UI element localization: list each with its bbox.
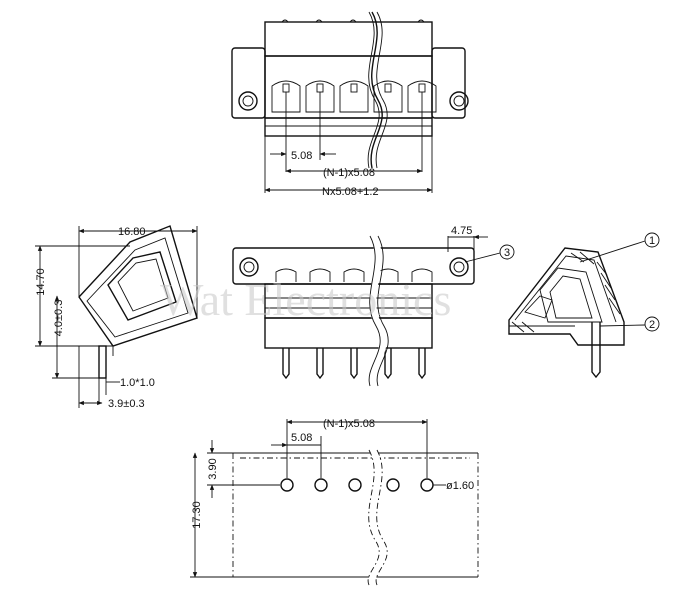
pcb-layout: (N-1)x5.08 5.08 3.90 17.30 ø1.60 [190,418,479,587]
top-contact-cells [271,80,437,113]
front-flange-label: 4.75 [451,225,472,237]
front-screw-left [239,257,259,277]
side-height-label: 14.70 [35,268,47,296]
pcb-pitch-label: 5.08 [291,432,312,444]
watermark: Wat Electronics [160,274,451,325]
callout-2: 2 [649,319,655,331]
top-pins [281,19,425,23]
top-span-label: (N-1)x5.08 [323,167,375,179]
front-view: 4.75 3 [232,225,515,388]
section-view: 1 2 [508,232,660,379]
front-pins [282,348,426,380]
pcb-span-label: (N-1)x5.08 [323,418,375,430]
pcb-offset-label: 3.90 [207,458,219,479]
side-pin-size-label: 1.0*1.0 [120,377,155,389]
side-pin-height-label: 4.0±0.3 [53,300,65,337]
side-width-label: 16.80 [118,226,146,238]
pcb-hole-label: ø1.60 [446,480,474,492]
top-screw-left [238,91,258,111]
pcb-depth-label: 17.30 [191,501,203,529]
callout-1: 1 [649,235,655,247]
side-view: 16.80 14.70 4.0±0.3 1.0*1.0 3.9±0.3 [35,225,198,410]
top-pitch-label: 5.08 [291,150,312,162]
top-screw-right [449,91,469,111]
section-hatching [511,251,621,333]
callout-3: 3 [504,247,510,259]
top-total-label: Nx5.08+1.2 [322,186,379,198]
top-view: 5.08 (N-1)x5.08 Nx5.08+1.2 [231,11,469,198]
side-pin-offset-label: 3.9±0.3 [108,398,145,410]
pcb-holes [280,478,434,492]
front-screw-right [449,257,469,277]
